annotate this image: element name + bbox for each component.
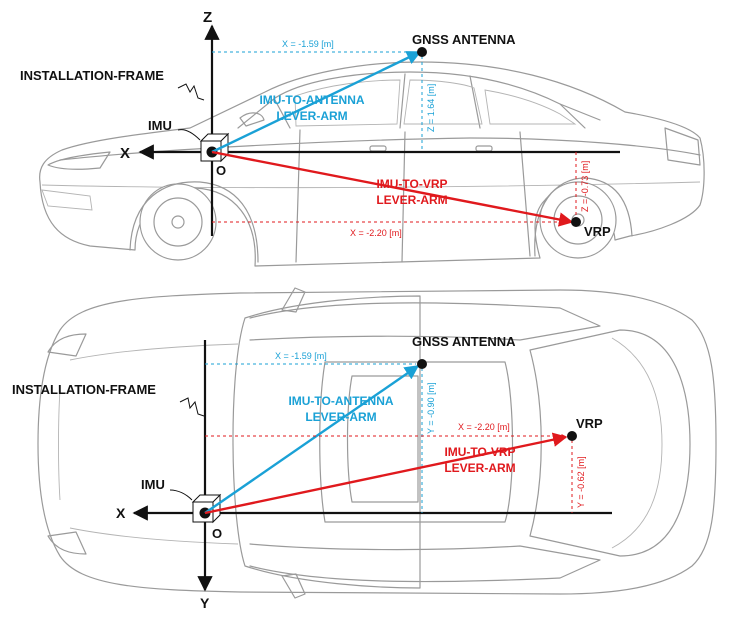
vrp-x-dim-label-top: X = -2.20 [m]	[458, 422, 510, 432]
antenna-lever-arm-arrow-top	[204, 365, 420, 514]
x-axis-label-side: X	[120, 145, 130, 162]
antenna-arm-label-1-side: IMU-TO-ANTENNA	[259, 93, 364, 107]
antenna-lever-arm-arrow-side	[211, 50, 422, 154]
vrp-lever-arm-arrow-side	[211, 150, 574, 227]
gnss-antenna-label-top: GNSS ANTENNA	[412, 334, 516, 349]
vrp-arm-label-1-side: IMU-TO-VRP	[376, 177, 447, 191]
top-view-axes: Y X O IMU INSTALLATION-FRAME	[12, 340, 612, 611]
antenna-z-dim-label-side: Z = 1.64 [m]	[426, 84, 436, 132]
installation-frame-label-top: INSTALLATION-FRAME	[12, 382, 156, 397]
gnss-antenna-dot-top	[417, 359, 427, 369]
x-axis-label-top: X	[116, 505, 126, 521]
top-view-antenna-lever-arm: X = -1.59 [m] Y = -0.90 [m] GNSS ANTENNA…	[204, 334, 516, 514]
installation-frame-squiggle-side	[177, 83, 205, 101]
top-view-vrp-lever-arm: X = -2.20 [m] Y = -0.62 [m] VRP IMU-TO-V…	[204, 416, 603, 515]
antenna-arm-label-2-side: LEVER-ARM	[276, 109, 347, 123]
vrp-z-dim-label-side: Z = -0.73 [m]	[580, 161, 590, 212]
installation-frame-label-side: INSTALLATION-FRAME	[20, 68, 164, 83]
vrp-dot-side	[571, 217, 581, 227]
vrp-dot-top	[567, 431, 577, 441]
vrp-arm-label-2-top: LEVER-ARM	[444, 461, 515, 475]
origin-label-top: O	[212, 526, 222, 541]
vrp-arm-label-2-side: LEVER-ARM	[376, 193, 447, 207]
side-view-axes: Z X O IMU INSTALLATION-FRAME	[20, 9, 620, 236]
gnss-antenna-label-side: GNSS ANTENNA	[412, 32, 516, 47]
antenna-x-dim-label-side: X = -1.59 [m]	[282, 39, 334, 49]
imu-leader-top	[169, 489, 193, 501]
top-view-car-outline	[37, 287, 717, 599]
vrp-lever-arm-arrow-top	[204, 432, 568, 515]
vrp-x-dim-label-side: X = -2.20 [m]	[350, 228, 402, 238]
imu-label-top: IMU	[141, 477, 165, 492]
imu-label-side: IMU	[148, 118, 172, 133]
antenna-arm-label-2-top: LEVER-ARM	[305, 410, 376, 424]
vrp-arm-label-1-top: IMU-TO-VRP	[444, 445, 515, 459]
side-view-vrp-lever-arm: X = -2.20 [m] Z = -0.73 [m] VRP IMU-TO-V…	[211, 150, 611, 239]
imu-leader-side	[177, 129, 201, 141]
y-axis-label: Y	[200, 595, 210, 611]
z-axis-label: Z	[203, 9, 212, 26]
vrp-label-side: VRP	[584, 224, 611, 239]
antenna-x-dim-label-top: X = -1.59 [m]	[275, 351, 327, 361]
gnss-antenna-dot-side	[417, 47, 427, 57]
antenna-y-dim-label-top: Y = -0.90 [m]	[426, 382, 436, 434]
origin-label-side: O	[216, 163, 226, 178]
vrp-y-dim-label-top: Y = -0.62 [m]	[576, 456, 586, 508]
antenna-arm-label-1-top: IMU-TO-ANTENNA	[288, 394, 393, 408]
installation-frame-squiggle-top	[179, 397, 205, 417]
vrp-label-top: VRP	[576, 416, 603, 431]
side-view-antenna-lever-arm: X = -1.59 [m] Z = 1.64 [m] GNSS ANTENNA …	[211, 32, 516, 154]
